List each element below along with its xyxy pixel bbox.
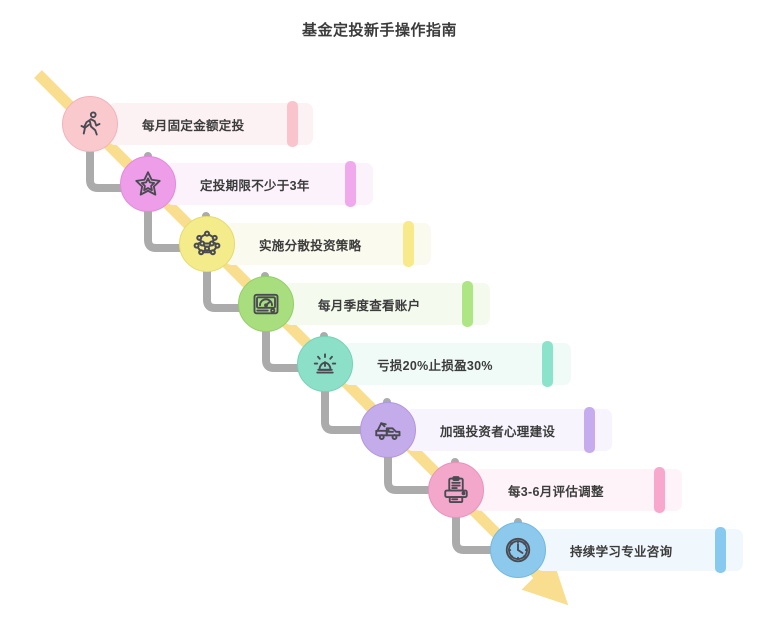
tow-truck-icon [375, 422, 401, 440]
step-label-pill-3: 实施分散投资策略 [225, 223, 431, 265]
step-label-3: 实施分散投资策略 [259, 238, 362, 253]
step-accent-bar-6 [584, 407, 595, 453]
step-label-1: 每月固定金额定投 [142, 118, 245, 133]
step-label-pill-6: 加强投资者心理建设 [406, 409, 612, 451]
step-bubble-1[interactable] [62, 96, 118, 152]
step-bubble-7[interactable] [428, 462, 484, 518]
step-label-pill-1: 每月固定金额定投 [108, 103, 313, 145]
step-label-pill-7: 每3-6月评估调整 [474, 469, 682, 511]
step-label-pill-5: 亏损20%止损盈30% [343, 343, 571, 385]
step-bubble-4[interactable] [238, 276, 294, 332]
step-accent-bar-5 [542, 341, 553, 387]
step-bubble-2[interactable] [120, 156, 176, 212]
step-accent-bar-4 [462, 281, 473, 327]
alarm-siren-icon [313, 353, 337, 374]
step-accent-bar-8 [715, 527, 726, 573]
step-accent-bar-2 [345, 161, 356, 207]
step-accent-bar-7 [654, 467, 665, 513]
step-label-7: 每3-6月评估调整 [508, 484, 604, 499]
step-label-pill-4: 每月季度查看账户 [284, 283, 490, 325]
star-icon [135, 171, 161, 196]
step-accent-bar-1 [287, 101, 298, 147]
clock-icon [505, 537, 531, 563]
page-title: 基金定投新手操作指南 [301, 22, 457, 39]
step-bubble-6[interactable] [360, 402, 416, 458]
step-label-pill-8: 持续学习专业咨询 [536, 529, 743, 571]
step-label-4: 每月季度查看账户 [318, 298, 421, 313]
running-person-icon [80, 111, 101, 136]
step-label-pill-2: 定投期限不少于3年 [166, 163, 373, 205]
step-label-8: 持续学习专业咨询 [570, 544, 673, 559]
network-molecule-icon [193, 230, 221, 256]
step-label-5: 亏损20%止损盈30% [377, 358, 493, 373]
step-label-2: 定投期限不少于3年 [200, 178, 310, 193]
step-bubble-8[interactable] [490, 522, 546, 578]
step-accent-bar-3 [403, 221, 414, 267]
step-bubble-3[interactable] [179, 216, 235, 272]
step-bubble-5[interactable] [297, 336, 353, 392]
gauge-meter-icon [253, 293, 279, 315]
clipboard-printer-icon [444, 476, 468, 503]
step-label-6: 加强投资者心理建设 [440, 424, 556, 439]
